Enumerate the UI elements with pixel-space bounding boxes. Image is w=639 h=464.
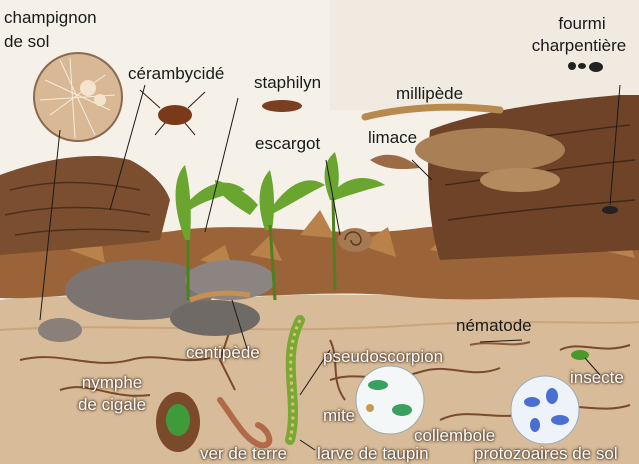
- bark-left: [0, 156, 170, 255]
- label-centipede: centipède: [186, 343, 260, 362]
- longhorn-beetle: [158, 105, 192, 125]
- label-collembole: collembole: [414, 426, 495, 445]
- microfauna-inset: [356, 366, 424, 434]
- label-nymphe-line2: de cigale: [56, 395, 168, 414]
- label-protozoaires: protozoaires de sol: [474, 444, 618, 463]
- ant-on-bark: [602, 206, 618, 214]
- label-pseudoscorpion: pseudoscorpion: [323, 347, 443, 366]
- shelf-fungus: [415, 128, 565, 172]
- label-cerambycide: cérambycidé: [128, 64, 224, 83]
- label-champignon-line2: de sol: [4, 32, 49, 51]
- cicada-nymph: [166, 404, 190, 436]
- soil-insect: [571, 350, 589, 360]
- label-staphilyn: staphilyn: [254, 73, 321, 92]
- label-escargot: escargot: [255, 134, 320, 153]
- label-millipede: millipède: [396, 84, 463, 103]
- label-nymphe-line1: nymphe: [62, 373, 162, 392]
- label-fourmi-line2: charpentière: [520, 36, 638, 55]
- label-limace: limace: [368, 128, 417, 147]
- label-fourmi-line1: fourmi: [527, 14, 637, 33]
- label-insecte: insecte: [570, 368, 624, 387]
- rove-beetle: [262, 100, 302, 112]
- stone-small: [38, 318, 82, 342]
- label-mite: mite: [323, 406, 355, 425]
- label-larve-de-taupin: larve de taupin: [317, 444, 429, 463]
- label-ver-de-terre: ver de terre: [200, 444, 287, 463]
- label-nematode: nématode: [456, 316, 532, 335]
- protozoa-inset: [511, 376, 579, 444]
- label-champignon-line1: champignon: [4, 8, 97, 27]
